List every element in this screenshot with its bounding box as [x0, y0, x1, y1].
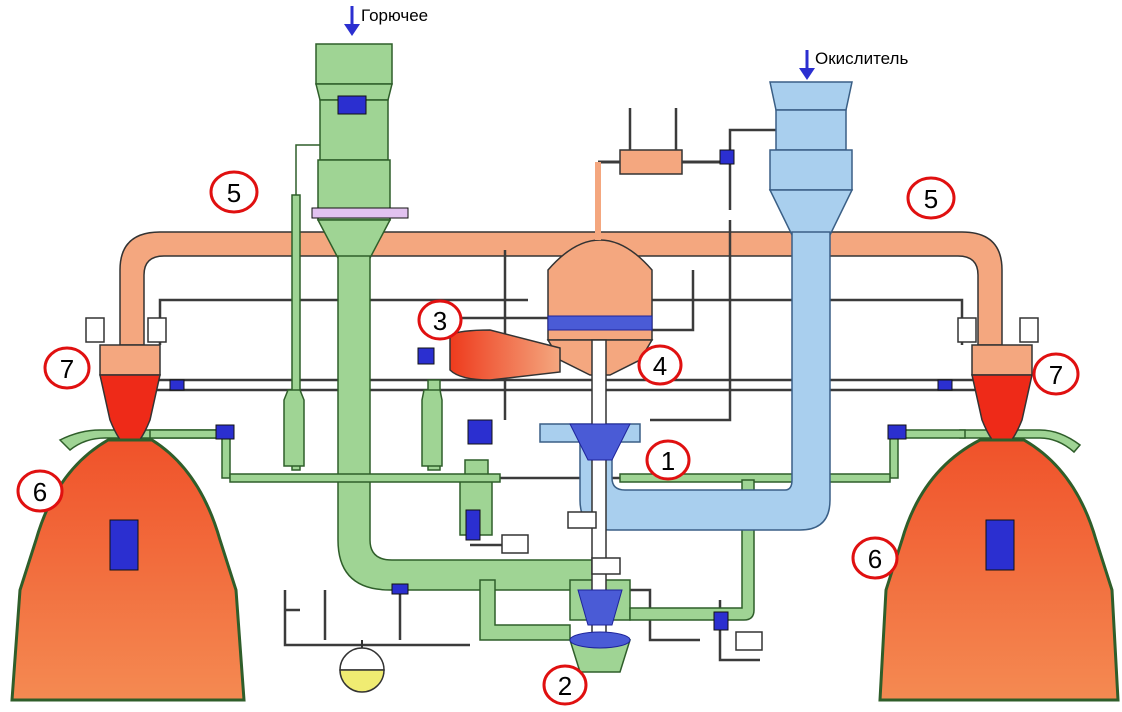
- callout-5-right-label: 5: [924, 184, 938, 214]
- callout-5-left: 5: [209, 170, 259, 214]
- callout-5-left-label: 5: [227, 178, 241, 208]
- callout-7-left-label: 7: [60, 354, 74, 384]
- turbine-section: [449, 108, 722, 381]
- valves: [109, 95, 1015, 631]
- oxidizer-inlet: [799, 50, 815, 80]
- pressure-vessels: [283, 389, 443, 467]
- right-engine: [878, 344, 1120, 702]
- callout-7-left: 7: [43, 346, 91, 390]
- fuel-system: [58, 43, 1082, 673]
- callout-2-label: 2: [558, 671, 572, 701]
- callout-4-label: 4: [653, 351, 667, 381]
- callout-6-right-label: 6: [868, 544, 882, 574]
- fuel-inlet: [344, 6, 360, 36]
- callout-7-right: 7: [1032, 352, 1080, 396]
- callout-6-right: 6: [851, 536, 899, 580]
- callout-1-label: 1: [661, 446, 675, 476]
- accumulator-tank: [339, 640, 385, 693]
- callout-6-left-label: 6: [33, 477, 47, 507]
- callout-7-right-label: 7: [1049, 360, 1063, 390]
- oxidizer-inlet-label: Окислитель: [815, 49, 908, 68]
- callout-4: 4: [637, 344, 683, 386]
- callout-6-left: 6: [16, 469, 64, 513]
- callout-5-right: 5: [906, 176, 956, 220]
- callout-1: 1: [645, 439, 691, 481]
- fuel-inlet-label: Горючее: [361, 6, 428, 25]
- callout-2: 2: [542, 664, 588, 706]
- bellows: [85, 317, 1039, 651]
- callout-3-label: 3: [433, 306, 447, 336]
- callout-3: 3: [417, 299, 463, 341]
